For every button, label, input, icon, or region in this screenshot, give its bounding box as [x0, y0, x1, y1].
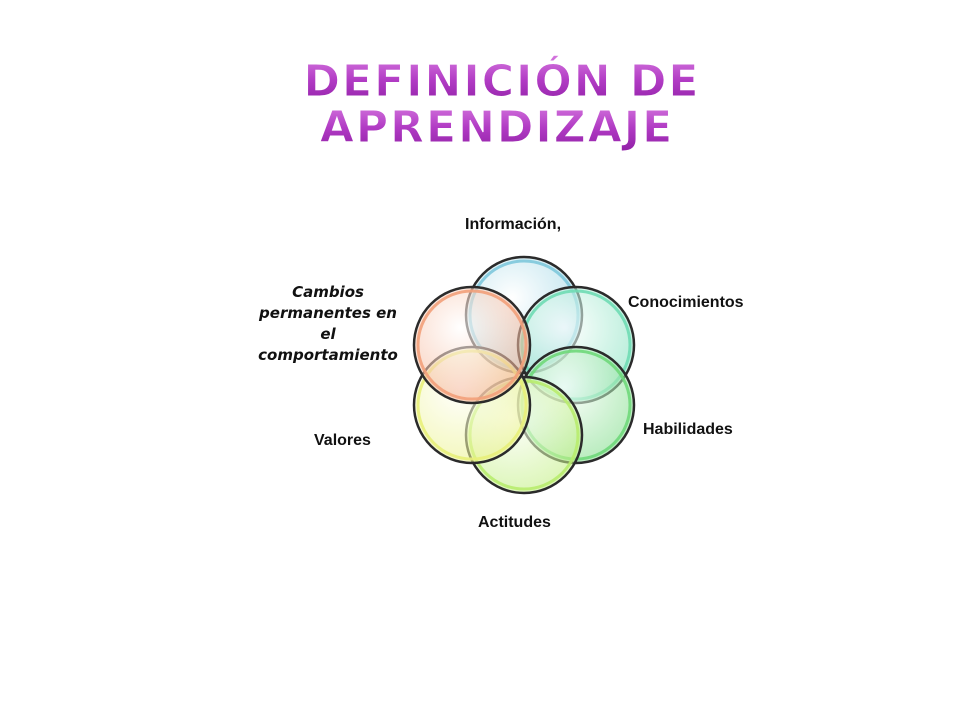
center-label-line-3: el	[320, 325, 336, 343]
label-informacion: Información,	[465, 216, 562, 233]
center-label: Cambios permanentes en el comportamiento	[253, 282, 403, 366]
label-actitudes: Actitudes	[478, 514, 551, 531]
center-label-line-4: comportamiento	[258, 346, 398, 364]
center-label-line-1: Cambios	[292, 283, 364, 301]
title-line-1: DEFINICIÓN DE	[304, 54, 701, 107]
center-label-line-2: permanentes en	[259, 304, 397, 322]
title-graphic: DEFINICIÓN DE APRENDIZAJE	[303, 54, 701, 154]
circle-cambios	[412, 285, 532, 405]
label-habilidades: Habilidades	[643, 421, 733, 438]
label-conocimientos: Conocimientos	[628, 294, 744, 311]
title-line-2: APRENDIZAJE	[320, 102, 674, 153]
circle-ring-cambios	[416, 289, 528, 401]
label-valores: Valores	[314, 432, 371, 449]
